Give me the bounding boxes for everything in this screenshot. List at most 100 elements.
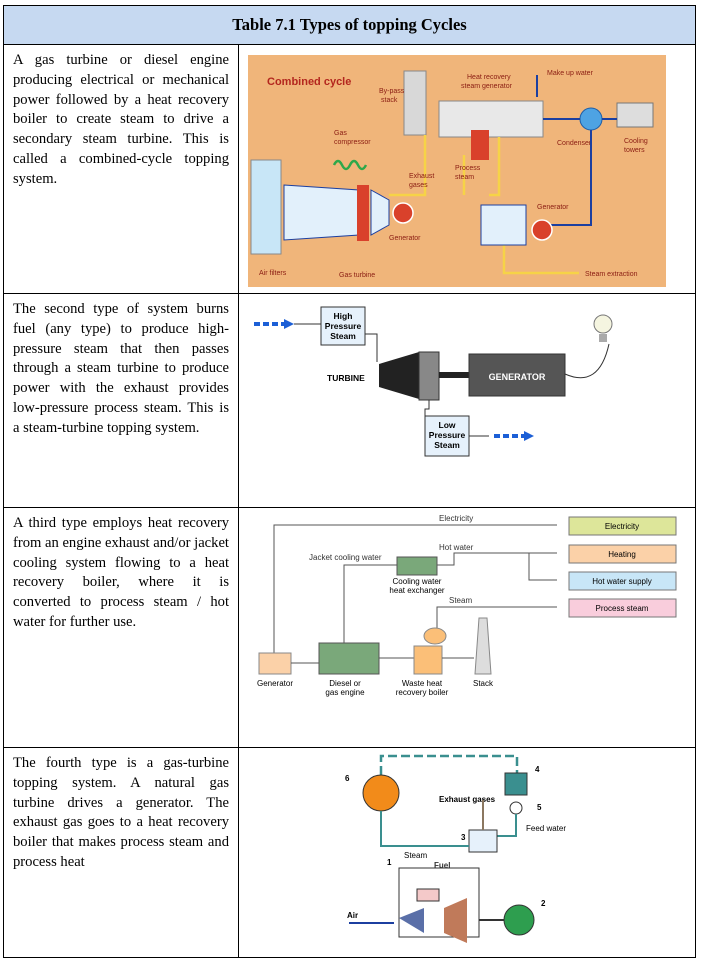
hp-steam-box bbox=[320, 306, 366, 346]
page: Table 7.1 Types of topping Cycles A gas … bbox=[3, 5, 696, 958]
svg-text:recovery boiler: recovery boiler bbox=[396, 688, 449, 697]
generator-icon bbox=[503, 904, 535, 936]
output-electricity bbox=[568, 516, 677, 536]
svg-text:towers: towers bbox=[624, 147, 645, 154]
heat-recovery-steam-generator bbox=[438, 100, 544, 138]
row-description-steam-turbine: The second type of system burns fuel (an… bbox=[3, 293, 239, 508]
svg-text:Generator: Generator bbox=[537, 204, 569, 211]
svg-text:Steam: Steam bbox=[434, 440, 460, 450]
row-description-heat-recovery: A third type employs heat recovery from … bbox=[3, 507, 239, 748]
svg-text:Cooling water: Cooling water bbox=[393, 577, 442, 586]
svg-text:Jacket cooling water: Jacket cooling water bbox=[309, 553, 382, 562]
turbine-icon bbox=[379, 352, 419, 399]
pump-icon bbox=[509, 801, 523, 815]
generator-block bbox=[258, 652, 292, 675]
svg-text:gas engine: gas engine bbox=[325, 688, 365, 697]
svg-text:stack: stack bbox=[381, 97, 398, 104]
svg-text:Hot water supply: Hot water supply bbox=[592, 577, 652, 586]
svg-text:Feed water: Feed water bbox=[526, 824, 566, 833]
svg-text:Heat recovery: Heat recovery bbox=[467, 74, 511, 81]
gas-turbine-body bbox=[283, 184, 360, 241]
stack bbox=[474, 617, 492, 675]
svg-text:Gas turbine: Gas turbine bbox=[339, 272, 375, 279]
svg-text:High: High bbox=[334, 311, 353, 321]
air-intake bbox=[250, 159, 282, 255]
svg-text:5: 5 bbox=[537, 803, 542, 812]
heat-exchanger bbox=[396, 556, 438, 576]
bypass-stack bbox=[403, 70, 427, 136]
svg-text:compressor: compressor bbox=[334, 139, 371, 146]
svg-text:Heating: Heating bbox=[608, 550, 636, 559]
lp-steam-box bbox=[424, 415, 470, 457]
svg-text:Gas: Gas bbox=[334, 130, 347, 137]
svg-text:GENERATOR: GENERATOR bbox=[489, 372, 546, 382]
svg-text:Stack: Stack bbox=[473, 679, 494, 688]
table-row: The fourth type is a gas-turbine topping… bbox=[3, 747, 696, 958]
waste-heat-boiler bbox=[413, 645, 443, 675]
diesel-engine bbox=[318, 642, 380, 675]
svg-text:1: 1 bbox=[387, 858, 392, 867]
svg-text:Process steam: Process steam bbox=[596, 604, 649, 613]
generator-b-icon bbox=[531, 219, 553, 241]
svg-text:By-pass: By-pass bbox=[379, 88, 405, 95]
svg-text:Process: Process bbox=[455, 165, 481, 172]
row-description-combined-cycle: A gas turbine or diesel engine producing… bbox=[3, 44, 239, 294]
svg-text:heat exchanger: heat exchanger bbox=[389, 586, 444, 595]
table-row: The second type of system burns fuel (an… bbox=[3, 293, 696, 508]
svg-text:2: 2 bbox=[541, 899, 546, 908]
svg-text:Steam: Steam bbox=[330, 331, 356, 341]
combined-cycle-title: Combined cycle bbox=[267, 76, 351, 88]
figure-gas-turbine: 6 4 5 Feed water 3 Exhaust gases Steam 1… bbox=[238, 747, 696, 958]
svg-text:Electricity: Electricity bbox=[439, 514, 473, 523]
svg-text:Low: Low bbox=[439, 420, 456, 430]
gas-turbine-unit bbox=[398, 867, 480, 938]
row-description-gas-turbine: The fourth type is a gas-turbine topping… bbox=[3, 747, 239, 958]
condenser-icon bbox=[579, 107, 603, 131]
svg-text:Exhaust: Exhaust bbox=[409, 173, 434, 180]
svg-text:Steam: Steam bbox=[404, 851, 427, 860]
combustor-icon bbox=[416, 888, 440, 902]
svg-text:TURBINE: TURBINE bbox=[327, 373, 365, 383]
svg-text:Waste heat: Waste heat bbox=[402, 679, 443, 688]
figure-steam-turbine: High Pressure Steam TURBINE GENERATOR Lo… bbox=[238, 293, 696, 508]
svg-text:Exhaust gases: Exhaust gases bbox=[439, 795, 496, 804]
process-heat-user bbox=[362, 774, 400, 812]
svg-text:3: 3 bbox=[461, 833, 466, 842]
svg-text:Generator: Generator bbox=[389, 235, 421, 242]
feedwater-tank bbox=[504, 772, 528, 796]
table-title: Table 7.1 Types of topping Cycles bbox=[3, 5, 696, 45]
svg-text:Pressure: Pressure bbox=[429, 430, 466, 440]
output-heating bbox=[568, 544, 677, 564]
table-row: A gas turbine or diesel engine producing… bbox=[3, 44, 696, 294]
gas-compressor-icon bbox=[332, 159, 368, 171]
output-hot-water bbox=[568, 571, 677, 591]
topping-cycles-table: Table 7.1 Types of topping Cycles A gas … bbox=[3, 5, 696, 958]
generator-a-icon bbox=[392, 202, 414, 224]
svg-text:Air: Air bbox=[347, 911, 358, 920]
svg-text:6: 6 bbox=[345, 774, 350, 783]
svg-text:4: 4 bbox=[535, 765, 540, 774]
steam-turbine bbox=[480, 204, 527, 246]
svg-text:Condenser: Condenser bbox=[557, 140, 592, 147]
light-bulb-icon bbox=[593, 314, 613, 334]
svg-text:steam generator: steam generator bbox=[461, 83, 513, 90]
cooling-tower-icon bbox=[616, 102, 654, 128]
svg-text:Generator: Generator bbox=[257, 679, 293, 688]
hrsg-red-coil bbox=[471, 130, 489, 160]
svg-text:Steam: Steam bbox=[449, 596, 472, 605]
heat-recovery-boiler bbox=[468, 829, 498, 853]
svg-text:Electricity: Electricity bbox=[605, 522, 639, 531]
svg-text:Fuel: Fuel bbox=[434, 861, 450, 870]
svg-text:Steam extraction: Steam extraction bbox=[585, 271, 638, 278]
generator-box bbox=[468, 353, 566, 397]
svg-text:Diesel or: Diesel or bbox=[329, 679, 361, 688]
svg-text:gases: gases bbox=[409, 182, 428, 189]
output-process-steam bbox=[568, 598, 677, 618]
svg-text:Air filters: Air filters bbox=[259, 270, 287, 277]
svg-text:steam: steam bbox=[455, 174, 474, 181]
figure-combined-cycle: Combined cycle By-pass stack Heat recove… bbox=[238, 44, 696, 294]
table-row: A third type employs heat recovery from … bbox=[3, 507, 696, 748]
svg-text:Cooling: Cooling bbox=[624, 138, 648, 145]
combined-cycle-background bbox=[248, 55, 666, 287]
svg-text:Pressure: Pressure bbox=[325, 321, 362, 331]
